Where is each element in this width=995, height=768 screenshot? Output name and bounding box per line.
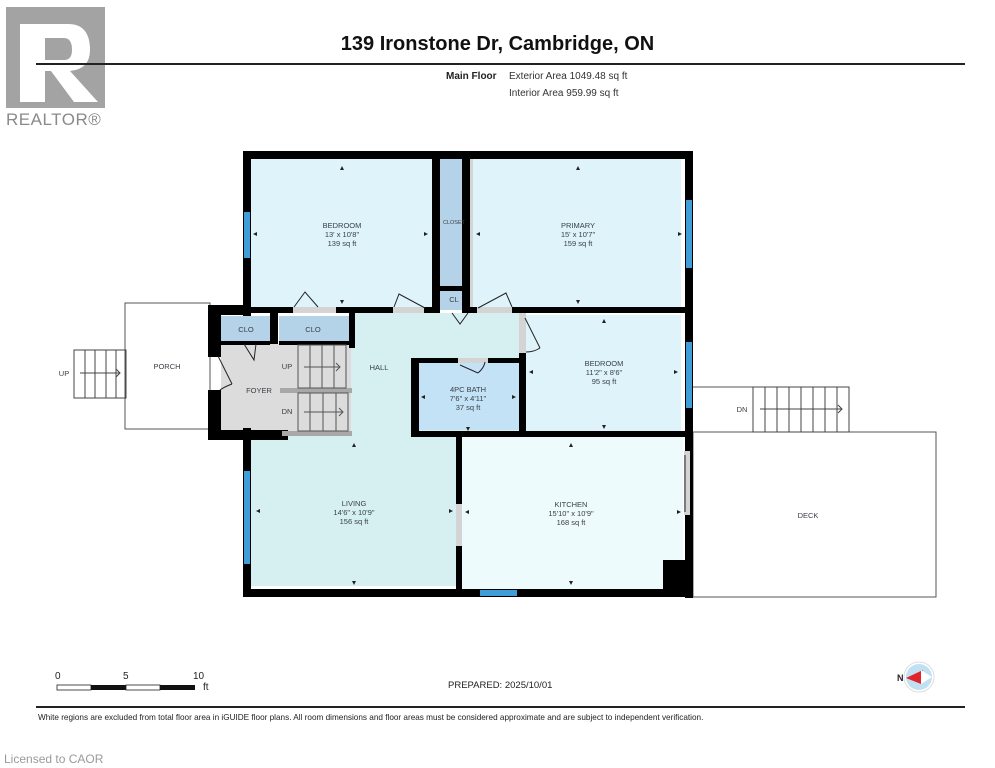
- deck-stairs: [752, 386, 850, 433]
- primary-dims: 15' x 10'7": [561, 230, 596, 239]
- scale-label-0: 0: [55, 671, 61, 682]
- svg-text:N: N: [897, 673, 904, 683]
- clo2-label: CLO: [305, 325, 321, 334]
- disclaimer: White regions are excluded from total fl…: [38, 713, 704, 722]
- bedroom2-dims: 11'2" x 8'6": [586, 368, 623, 377]
- scale-bar: [56, 684, 195, 691]
- bedroom2-room: [526, 315, 681, 432]
- living-room: [250, 433, 458, 586]
- prepared-date: PREPARED: 2025/10/01: [448, 680, 553, 691]
- bedroom1-label: BEDROOM: [323, 221, 362, 230]
- bath-dims: 7'6" x 4'11": [450, 394, 487, 403]
- primary-room: [473, 158, 681, 310]
- hall-label: HALL: [370, 363, 389, 372]
- living-label: LIVING: [342, 499, 367, 508]
- kitchen-dims: 15'10" x 10'9": [548, 509, 594, 518]
- porch-stairs: [73, 349, 127, 399]
- bedroom2-area: 95 sq ft: [592, 377, 618, 386]
- bedroom1-area: 139 sq ft: [328, 239, 358, 248]
- porch-label: PORCH: [153, 362, 180, 371]
- deck-area: [692, 431, 937, 598]
- cl-label: CL: [449, 295, 459, 304]
- primary-area: 159 sq ft: [564, 239, 594, 248]
- deck-label: DECK: [798, 511, 819, 520]
- interior-area: Interior Area 959.99 sq ft: [509, 88, 619, 99]
- bedroom2-label: BEDROOM: [585, 359, 624, 368]
- bath-label: 4PC BATH: [450, 385, 486, 394]
- closet-label: CLOSET: [443, 220, 466, 226]
- clo1-label: CLO: [238, 325, 254, 334]
- title-divider: [36, 63, 965, 65]
- living-dims: 14'6" x 10'9": [333, 508, 374, 517]
- page-title: 139 Ironstone Dr, Cambridge, ON: [340, 33, 655, 55]
- footer-divider: [36, 706, 965, 708]
- kitchen-area: 168 sq ft: [557, 518, 587, 527]
- exterior-area: Exterior Area 1049.48 sq ft: [509, 71, 628, 82]
- bedroom1-dims: 13' x 10'8": [325, 230, 360, 239]
- living-area: 156 sq ft: [340, 517, 370, 526]
- windows: [244, 200, 692, 596]
- foyer-stairs-dn-label: DN: [282, 407, 293, 416]
- realtor-logo-text: REALTOR®: [6, 110, 102, 129]
- porch-area: [124, 302, 211, 430]
- clo1-room: [220, 316, 270, 344]
- deck-stairs-dn-label: DN: [737, 405, 748, 414]
- bedroom1-room: [250, 158, 433, 310]
- primary-label: PRIMARY: [561, 221, 595, 230]
- scale-unit: ft: [203, 682, 209, 693]
- foyer-stairs: [297, 344, 349, 432]
- floor-label: Main Floor: [446, 71, 497, 82]
- scale-label-5: 5: [123, 671, 129, 682]
- bath-room: [418, 362, 520, 430]
- kitchen-room: [462, 437, 683, 589]
- north-arrow-compass-icon: N: [897, 661, 935, 693]
- bath-area: 37 sq ft: [456, 403, 482, 412]
- clo2-room: [279, 316, 349, 344]
- license-watermark: Licensed to CAOR: [4, 752, 104, 766]
- foyer-stairs-up-label: UP: [282, 362, 292, 371]
- scale-label-10: 10: [193, 671, 205, 682]
- kitchen-label: KITCHEN: [555, 500, 588, 509]
- cl-room: [440, 290, 462, 310]
- porch-stairs-up-label: UP: [59, 369, 69, 378]
- foyer-label: FOYER: [246, 386, 272, 395]
